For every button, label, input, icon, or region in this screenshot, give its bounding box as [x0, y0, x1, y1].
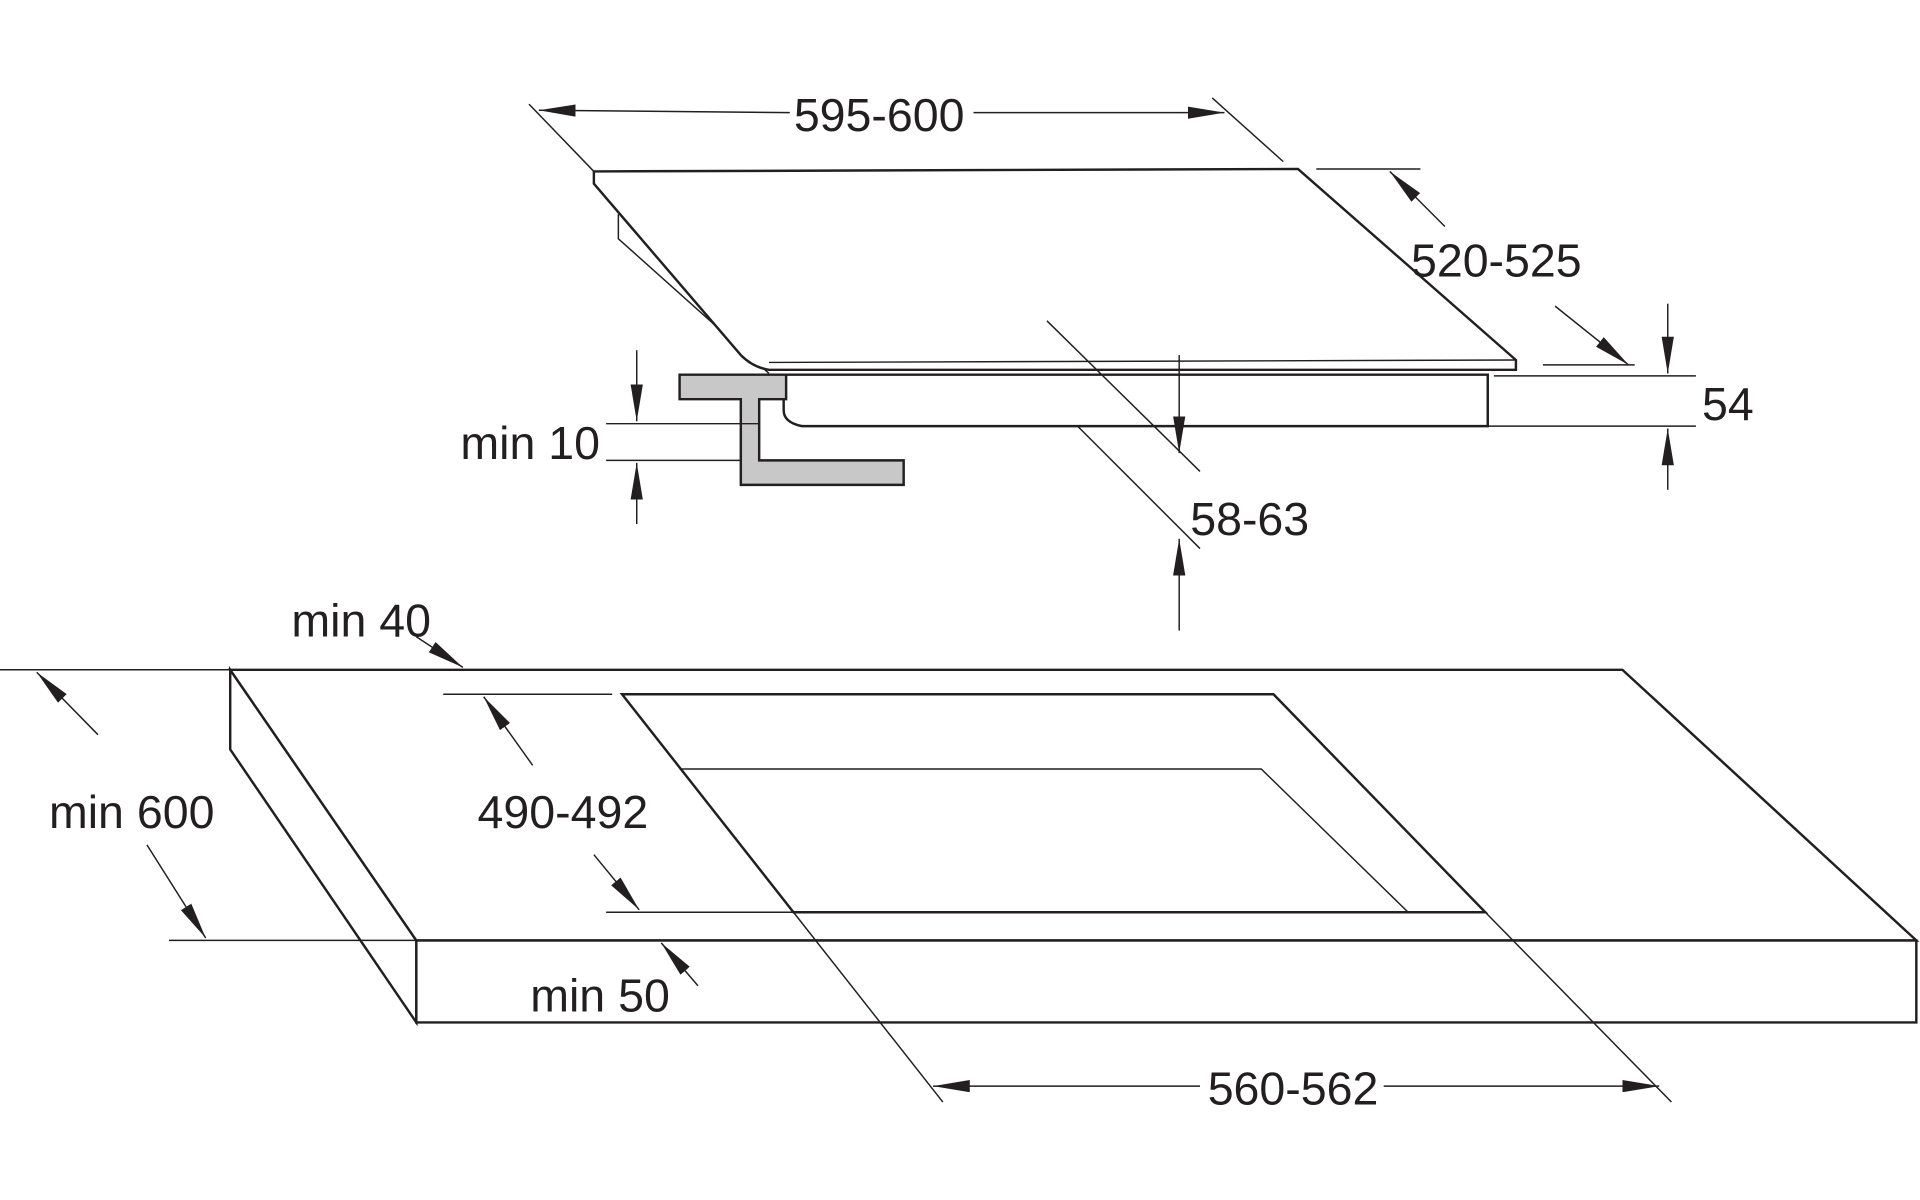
label-hob-height: 54	[1702, 378, 1754, 430]
label-min-40: min 40	[291, 595, 431, 647]
label-cutout-width: 560-562	[1208, 1062, 1379, 1114]
label-height-below: 58-63	[1190, 493, 1309, 545]
label-min-50: min 50	[530, 969, 670, 1021]
mounting-bracket	[678, 373, 905, 487]
hob-glass-top	[592, 167, 1518, 372]
hob-body	[782, 373, 1489, 428]
label-hob-width: 595-600	[794, 89, 965, 141]
label-cutout-depth: 490-492	[478, 786, 649, 838]
label-min-10: min 10	[460, 417, 600, 469]
label-min-600: min 600	[49, 786, 215, 838]
hob	[592, 167, 1518, 428]
worktop	[227, 665, 1920, 1027]
dimensions	[0, 97, 1696, 1103]
label-hob-depth: 520-525	[1411, 235, 1582, 287]
